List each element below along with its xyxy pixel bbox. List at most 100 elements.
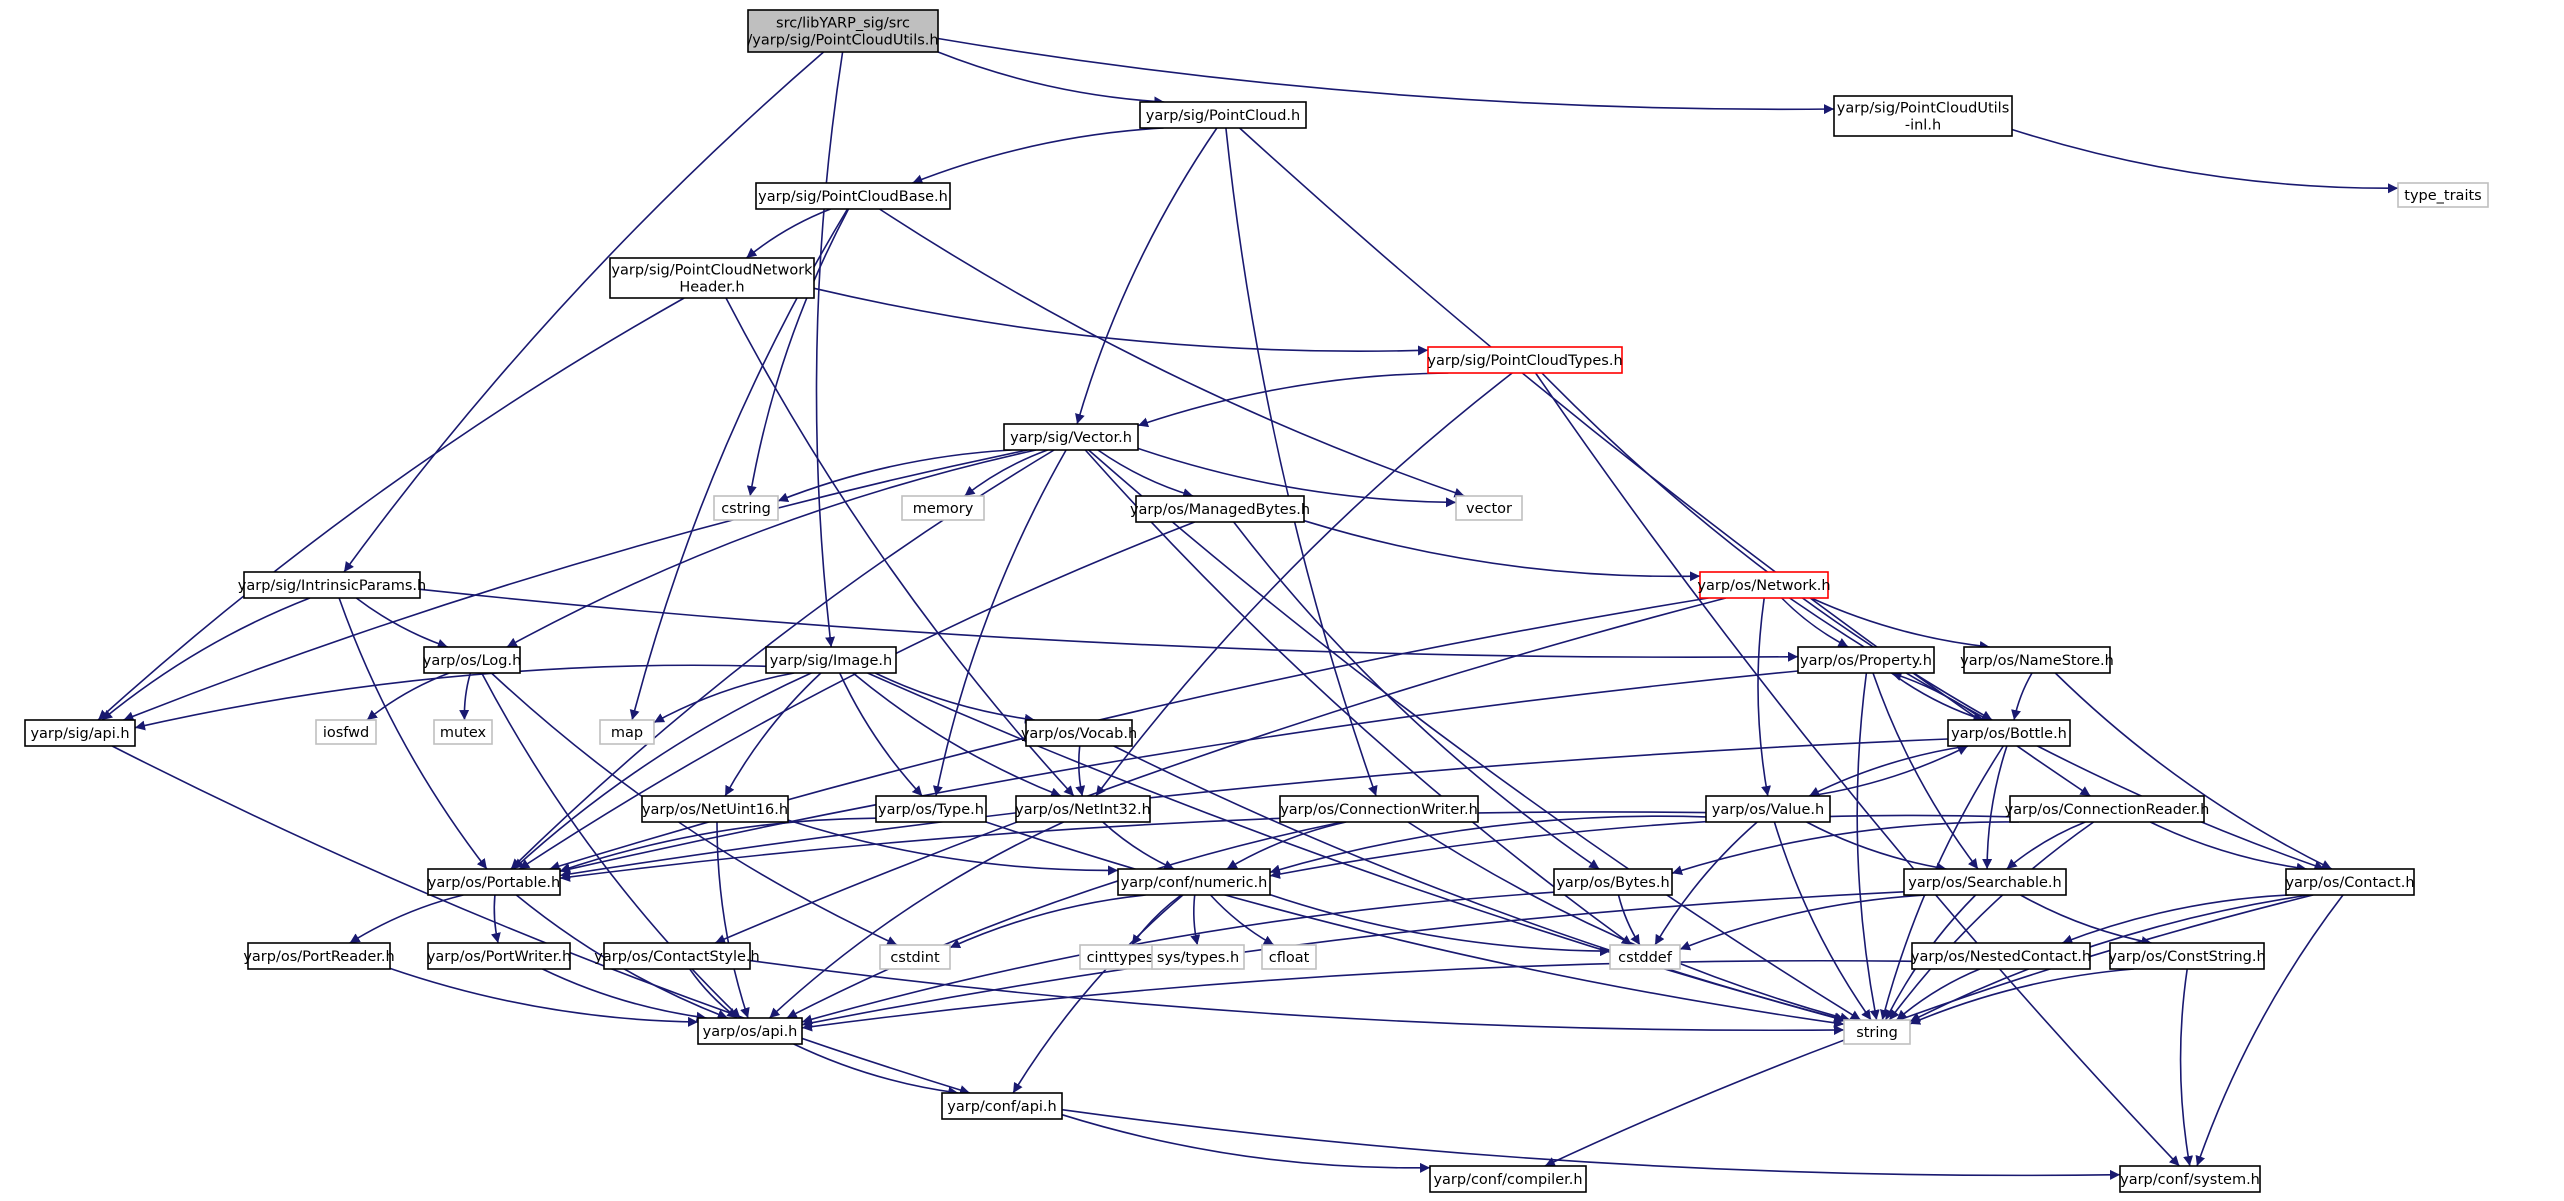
node-property[interactable]: yarp/os/Property.h: [1797, 646, 1935, 674]
node-label: cstddef: [1618, 950, 1673, 966]
node-sigvector[interactable]: yarp/sig/Vector.h: [1003, 423, 1139, 451]
node-ostype[interactable]: yarp/os/Type.h: [875, 795, 987, 823]
edge-searchable-to-conststring: [2020, 894, 2152, 946]
edge-ostype-to-string: [985, 821, 1845, 1028]
edge-image-to-portable: [513, 672, 812, 870]
node-portreader[interactable]: yarp/os/PortReader.h: [243, 942, 395, 970]
edge-network-to-value: [1757, 597, 1771, 797]
edge-intrinsic-to-sigapi: [101, 597, 311, 721]
node-nestedcontact[interactable]: yarp/os/NestedContact.h: [1911, 942, 2091, 970]
edge-pcutils-inl-to-type-traits: [2011, 128, 2399, 194]
node-box: [1553, 868, 1673, 896]
node-box: [1151, 944, 1245, 970]
edges-layer: [97, 37, 2399, 1180]
node-portwriter[interactable]: yarp/os/PortWriter.h: [427, 942, 571, 970]
edge-sigapi-to-confapi: [111, 745, 971, 1095]
node-pcbase[interactable]: yarp/sig/PointCloudBase.h: [755, 182, 951, 210]
edge-value-to-bottle: [1809, 745, 1969, 797]
node-netuint16[interactable]: yarp/os/NetUint16.h: [641, 795, 789, 823]
node-system[interactable]: yarp/conf/system.h: [2119, 1165, 2261, 1193]
node-label: yarp/conf/numeric.h: [1121, 875, 1268, 891]
edge-property-to-string: [1856, 672, 1880, 1021]
edge-pcbase-to-cstring: [746, 208, 850, 497]
node-box: [747, 9, 939, 53]
node-oslog[interactable]: yarp/os/Log.h: [423, 646, 522, 674]
node-label: yarp/os/PortReader.h: [243, 949, 394, 965]
node-label: yarp/os/ConnectionWriter.h: [1280, 802, 1478, 818]
node-vocab[interactable]: yarp/os/Vocab.h: [1021, 719, 1137, 747]
edge-sigvector-to-memory: [964, 449, 1048, 497]
node-image[interactable]: yarp/sig/Image.h: [765, 646, 897, 674]
edge-contact-to-nestedcontact: [2062, 894, 2289, 945]
node-label: -inl.h: [1905, 118, 1941, 134]
node-iosfwd: iosfwd: [315, 719, 377, 745]
edge-numeric-to-cfloat: [1209, 894, 1275, 946]
node-portable[interactable]: yarp/os/Portable.h: [427, 868, 561, 896]
node-cstring: cstring: [713, 495, 779, 521]
node-confapi[interactable]: yarp/conf/api.h: [941, 1092, 1063, 1120]
edge-contact-to-system: [2195, 894, 2344, 1167]
node-numeric[interactable]: yarp/conf/numeric.h: [1117, 868, 1271, 896]
node-searchable[interactable]: yarp/os/Searchable.h: [1903, 868, 2067, 896]
edge-osapi-to-confapi: [793, 1043, 959, 1097]
edge-pctypes-to-netint32: [1095, 372, 1513, 797]
node-pointcloud[interactable]: yarp/sig/PointCloud.h: [1139, 101, 1307, 129]
node-network[interactable]: yarp/os/Network.h: [1697, 571, 1831, 599]
node-compiler[interactable]: yarp/conf/compiler.h: [1429, 1165, 1587, 1193]
node-label: yarp/os/Portable.h: [428, 875, 560, 891]
node-systypes: sys/types.h: [1151, 944, 1245, 970]
edge-connreader-to-contact: [2149, 821, 2307, 873]
node-value[interactable]: yarp/os/Value.h: [1705, 795, 1831, 823]
edge-value-to-portable: [559, 811, 1707, 882]
edge-contact-to-string: [1909, 894, 2310, 1023]
node-box: [1427, 346, 1623, 374]
node-box: [609, 257, 815, 299]
edge-oslog-to-mutex: [459, 672, 472, 721]
node-label: yarp/os/Vocab.h: [1021, 726, 1137, 742]
node-contact[interactable]: yarp/os/Contact.h: [2285, 868, 2415, 896]
node-box: [2109, 942, 2265, 970]
edge-confapi-to-compiler: [1061, 1113, 1431, 1173]
edge-sigvector-to-string: [1088, 449, 1862, 1021]
edge-value-to-numeric: [1269, 815, 1707, 875]
node-label: yarp/os/Searchable.h: [1908, 875, 2061, 891]
node-contactstyle[interactable]: yarp/os/ContactStyle.h: [594, 942, 760, 970]
node-label: yarp/os/NestedContact.h: [1911, 949, 2091, 965]
edge-pcnetheader-to-pctypes: [813, 287, 1429, 356]
node-sigapi[interactable]: yarp/sig/api.h: [24, 719, 136, 747]
node-conststring[interactable]: yarp/os/ConstString.h: [2108, 942, 2266, 970]
node-label: yarp/conf/system.h: [2120, 1172, 2260, 1188]
node-box: [1963, 646, 2111, 674]
edge-value-to-searchable: [1806, 821, 1947, 873]
node-box: [1279, 795, 1479, 823]
edge-image-to-netint32: [852, 672, 1062, 797]
edge-contactstyle-to-string: [749, 959, 1845, 1035]
node-intrinsic[interactable]: yarp/sig/IntrinsicParams.h: [238, 571, 426, 599]
node-netint32[interactable]: yarp/os/NetInt32.h: [1015, 795, 1151, 823]
edge-image-to-ostype: [838, 672, 923, 797]
edge-portreader-to-osapi: [389, 967, 699, 1027]
node-managedbytes[interactable]: yarp/os/ManagedBytes.h: [1130, 495, 1310, 523]
node-namestore[interactable]: yarp/os/NameStore.h: [1960, 646, 2114, 674]
node-label: cinttypes: [1087, 950, 1154, 966]
node-osapi[interactable]: yarp/os/api.h: [697, 1017, 803, 1045]
node-box: [599, 719, 655, 745]
node-label: yarp/os/Log.h: [423, 653, 522, 669]
node-bottle[interactable]: yarp/os/Bottle.h: [1947, 719, 2071, 747]
edge-sigvector-to-cstddef: [1084, 449, 1633, 946]
node-pcutils-inl[interactable]: yarp/sig/PointCloudUtils-inl.h: [1833, 95, 2013, 137]
edge-root-to-pcutils-inl: [937, 37, 1835, 115]
node-root[interactable]: src/libYARP_sig/src/yarp/sig/PointCloudU…: [747, 9, 939, 53]
node-connreader[interactable]: yarp/os/ConnectionReader.h: [2005, 795, 2210, 823]
node-label: yarp/conf/compiler.h: [1433, 1172, 1582, 1188]
edge-bottle-to-value: [1808, 745, 1968, 797]
node-pctypes[interactable]: yarp/sig/PointCloudTypes.h: [1427, 346, 1623, 374]
node-bytes[interactable]: yarp/os/Bytes.h: [1553, 868, 1673, 896]
edge-portable-to-portwriter: [491, 894, 501, 944]
node-connwriter[interactable]: yarp/os/ConnectionWriter.h: [1279, 795, 1479, 823]
edge-namestore-to-contact: [2054, 672, 2333, 870]
node-mutex: mutex: [433, 719, 493, 745]
node-box: [24, 719, 136, 747]
